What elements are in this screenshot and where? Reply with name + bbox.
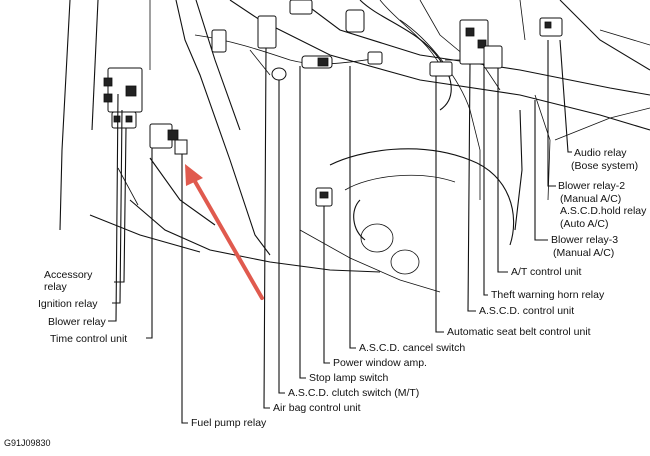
label-ascd-hold-relay-note: (Auto A/C)	[560, 218, 608, 230]
label-ascd-control-unit: A.S.C.D. control unit	[479, 305, 574, 317]
label-audio-relay-note: (Bose system)	[571, 160, 638, 172]
label-blower-relay-3-note: (Manual A/C)	[553, 247, 614, 259]
label-blower-relay-2: Blower relay-2	[558, 180, 625, 192]
label-accessory-relay-2: relay	[44, 281, 68, 293]
label-automatic-seat-belt-control-unit: Automatic seat belt control unit	[447, 326, 591, 338]
components	[103, 0, 563, 207]
label-fuel-pump-relay: Fuel pump relay	[191, 417, 267, 429]
labels: Audio relay (Bose system) Blower relay-2…	[4, 147, 647, 448]
label-ascd-cancel-switch: A.S.C.D. cancel switch	[359, 342, 465, 354]
label-accessory-relay: Accessory	[44, 269, 93, 281]
label-ascd-clutch-switch: A.S.C.D. clutch switch (M/T)	[288, 387, 419, 399]
label-at-control-unit: A/T control unit	[511, 266, 582, 278]
label-power-window-amp: Power window amp.	[333, 357, 427, 369]
label-stop-lamp-switch: Stop lamp switch	[309, 372, 389, 384]
highlight-arrow	[185, 164, 264, 300]
label-time-control-unit: Time control unit	[50, 333, 127, 345]
label-blower-relay-2-note: (Manual A/C)	[560, 193, 621, 205]
label-audio-relay: Audio relay	[574, 147, 627, 159]
leader-lines	[108, 39, 572, 424]
label-ignition-relay: Ignition relay	[38, 298, 98, 310]
label-blower-relay-3: Blower relay-3	[551, 234, 618, 246]
label-blower-relay: Blower relay	[48, 316, 107, 328]
label-air-bag-control-unit: Air bag control unit	[273, 402, 361, 414]
figure-reference-code: G91J09830	[4, 438, 51, 448]
label-theft-warning-horn-relay: Theft warning horn relay	[491, 289, 605, 301]
label-ascd-hold-relay: A.S.C.D.hold relay	[560, 205, 647, 217]
